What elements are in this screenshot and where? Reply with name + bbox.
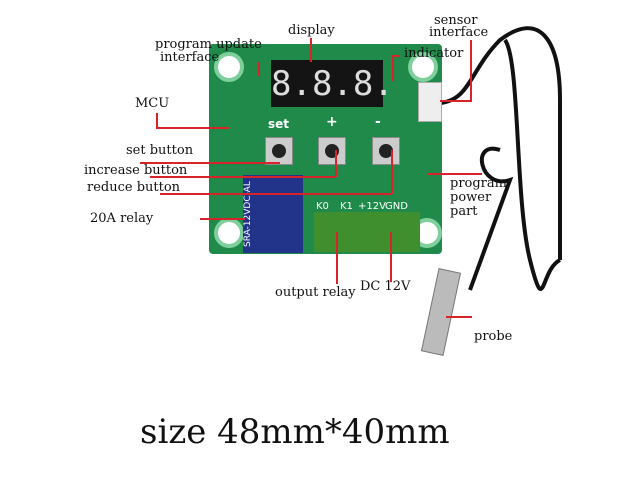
pcb-k1: K1 [340, 201, 353, 212]
mount-hole [214, 52, 244, 82]
pcb-minus-text: - [375, 114, 381, 130]
pcb-plus-text: + [326, 114, 338, 130]
callout-line [440, 100, 472, 102]
terminal-block [314, 212, 420, 252]
mount-hole [408, 52, 438, 82]
label-mcu: MCU [135, 96, 170, 111]
label-probe: probe [474, 329, 513, 344]
label-part: part [450, 204, 478, 219]
callout-line [392, 55, 400, 57]
label-increase-button: increase button [84, 163, 188, 178]
callout-line [470, 40, 472, 100]
callout-line [392, 55, 394, 81]
label-display: display [288, 23, 335, 38]
relay-text: SRA-12VDC-AL [243, 181, 253, 247]
label-20a-relay: 20A relay [90, 211, 154, 226]
label-sensor: sensor [434, 13, 478, 28]
label-program-update-interface: interface [160, 50, 220, 65]
label-power: power [450, 190, 492, 205]
led-display: 8.8.8. [271, 60, 394, 107]
label-sensor-interface: interface [429, 25, 489, 40]
label-output-relay: output relay [275, 285, 356, 300]
callout-line [258, 62, 260, 76]
callout-line [446, 316, 472, 318]
reduce-button[interactable] [372, 137, 400, 165]
callout-line [150, 176, 335, 178]
callout-line [200, 218, 245, 220]
relay: SRA-12VDC-AL [243, 175, 303, 253]
probe-tip [420, 268, 462, 356]
display-digits: 8.8.8. [271, 63, 394, 104]
pcb-set-text: set [268, 117, 290, 131]
pcb-k0: K0 [316, 201, 329, 212]
callout-line [391, 150, 393, 194]
callout-line [310, 38, 312, 62]
callout-line [335, 150, 337, 177]
label-set-button: set button [126, 143, 194, 158]
label-program-update: program update [155, 37, 262, 52]
set-button[interactable] [265, 137, 293, 165]
mount-hole [214, 218, 244, 248]
label-dc-12v: DC 12V [360, 279, 411, 294]
pcb-12v: +12V [358, 201, 386, 212]
increase-button[interactable] [318, 137, 346, 165]
size-caption: size 48mm*40mm [140, 412, 450, 452]
callout-line [390, 232, 392, 282]
callout-line [160, 193, 392, 195]
callout-line [156, 127, 230, 129]
callout-line [428, 173, 482, 175]
pcb-gnd: GND [385, 201, 408, 212]
callout-line [156, 113, 158, 128]
label-program: program [450, 176, 507, 191]
label-indicator: indicator [404, 46, 464, 61]
label-reduce-button: reduce button [87, 180, 181, 195]
callout-line [336, 232, 338, 284]
callout-line [140, 162, 280, 164]
sensor-connector [418, 82, 442, 122]
